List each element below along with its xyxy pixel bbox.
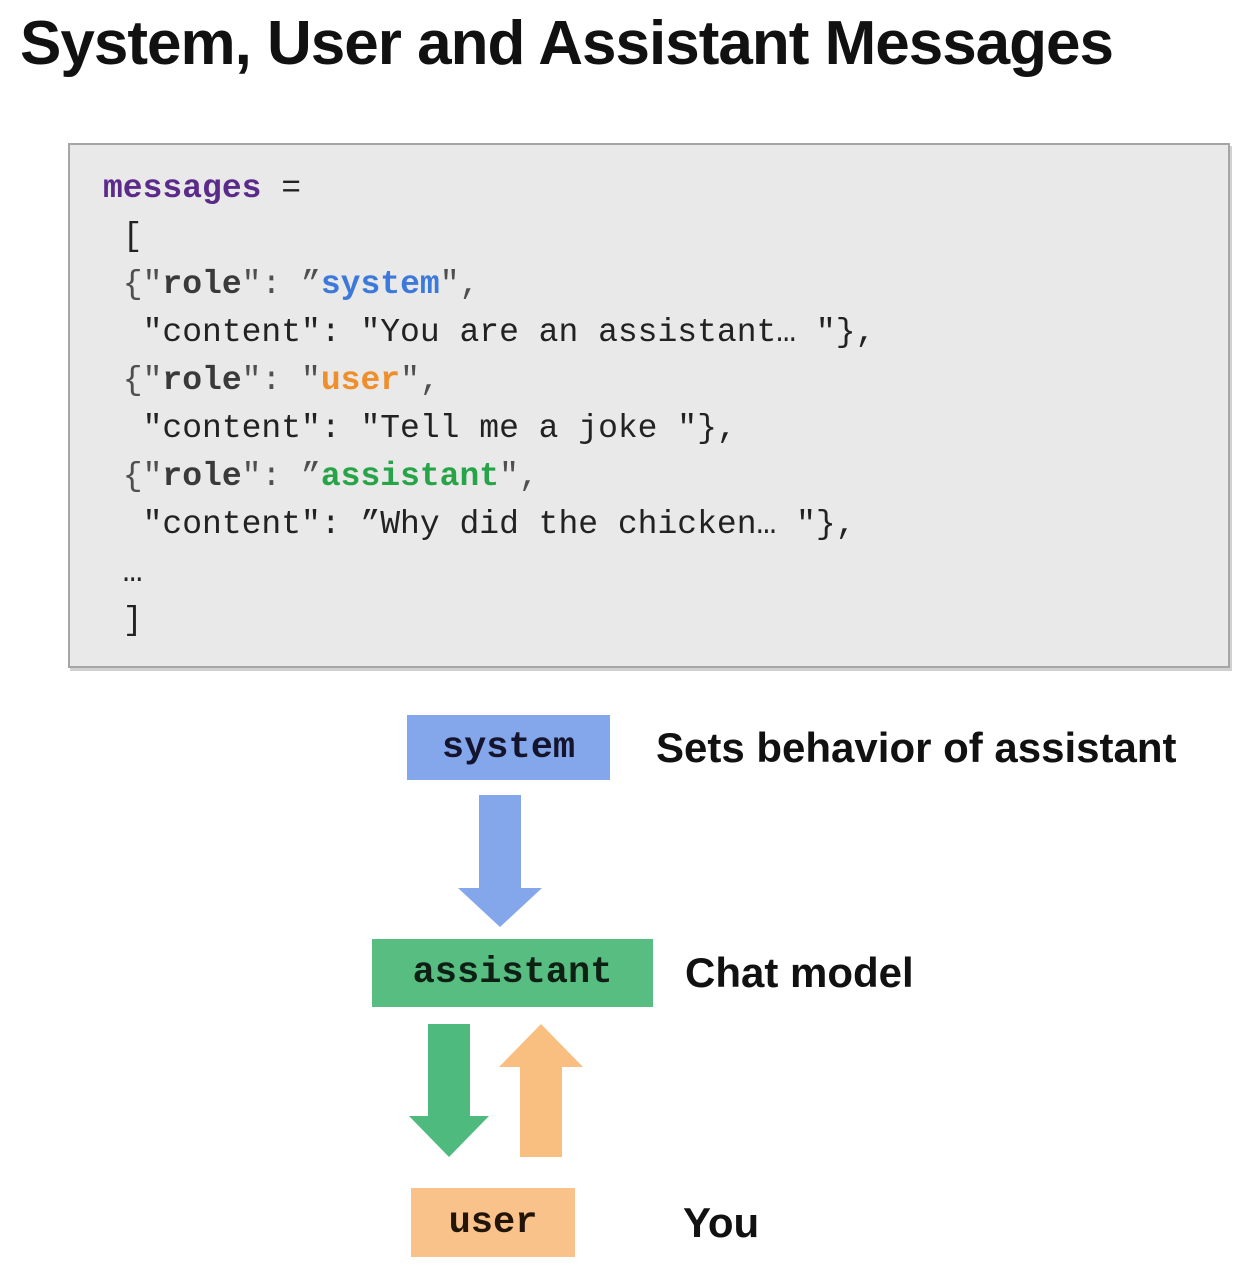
code-segment: "content": ”Why did the chicken… "}, xyxy=(103,506,856,543)
page-title: System, User and Assistant Messages xyxy=(20,9,1114,78)
code-segment: [ xyxy=(103,218,143,255)
code-segment: "content": "Tell me a joke "}, xyxy=(103,410,737,447)
arrow-shaft xyxy=(520,1066,562,1157)
code-line: … xyxy=(103,549,1228,597)
arrow-system-to-assistant xyxy=(458,795,542,927)
code-segment: system xyxy=(320,266,440,303)
code-segment: ] xyxy=(103,602,143,639)
code-line: "content": "You are an assistant… "}, xyxy=(103,309,1228,357)
code-segment: ": " xyxy=(241,362,321,399)
assistant-node-label: assistant xyxy=(412,952,613,994)
code-segment: user xyxy=(320,362,401,399)
code-segment: ", xyxy=(400,362,440,399)
arrow-head-down-icon xyxy=(458,888,542,927)
code-line: ] xyxy=(103,597,1228,645)
code-segment: assistant xyxy=(320,458,500,495)
user-node: user xyxy=(411,1188,575,1257)
code-block: messages = [ {"role": ”system", "content… xyxy=(68,143,1230,668)
code-segment: {" xyxy=(103,266,163,303)
system-annotation: Sets behavior of assistant xyxy=(656,723,1177,771)
code-segment: ", xyxy=(499,458,539,495)
code-segment: role xyxy=(162,362,242,399)
code-line: messages = xyxy=(103,165,1228,213)
user-annotation: You xyxy=(683,1198,760,1246)
arrow-assistant-to-user xyxy=(409,1024,489,1157)
code-line: {"role": "user", xyxy=(103,357,1228,405)
arrow-user-to-assistant xyxy=(499,1024,583,1157)
user-node-label: user xyxy=(448,1201,538,1244)
arrow-shaft xyxy=(428,1024,470,1117)
system-node: system xyxy=(407,715,610,780)
arrow-head-up-icon xyxy=(499,1024,583,1067)
code-segment: ", xyxy=(439,266,480,303)
code-line: "content": ”Why did the chicken… "}, xyxy=(103,501,1228,549)
code-segment: messages xyxy=(103,170,262,207)
code-line: [ xyxy=(103,213,1228,261)
code-segment: {" xyxy=(103,362,163,399)
code-segment: role xyxy=(162,266,242,303)
code-line: {"role": ”system", xyxy=(103,261,1228,309)
code-line: {"role": ”assistant", xyxy=(103,453,1228,501)
code-segment: = xyxy=(261,170,302,207)
code-line: "content": "Tell me a joke "}, xyxy=(103,405,1228,453)
code-segment: ": ” xyxy=(241,266,321,303)
code-segment: "content": "You are an assistant… "}, xyxy=(103,314,876,351)
code-segment: ": ” xyxy=(241,458,321,495)
system-node-label: system xyxy=(441,726,576,769)
code-segment: role xyxy=(162,458,242,495)
code-segment: … xyxy=(103,554,143,591)
code-segment: {" xyxy=(103,458,163,495)
arrow-shaft xyxy=(479,795,521,889)
assistant-annotation: Chat model xyxy=(685,949,914,996)
assistant-node: assistant xyxy=(372,939,653,1007)
arrow-head-down-icon xyxy=(409,1116,489,1157)
